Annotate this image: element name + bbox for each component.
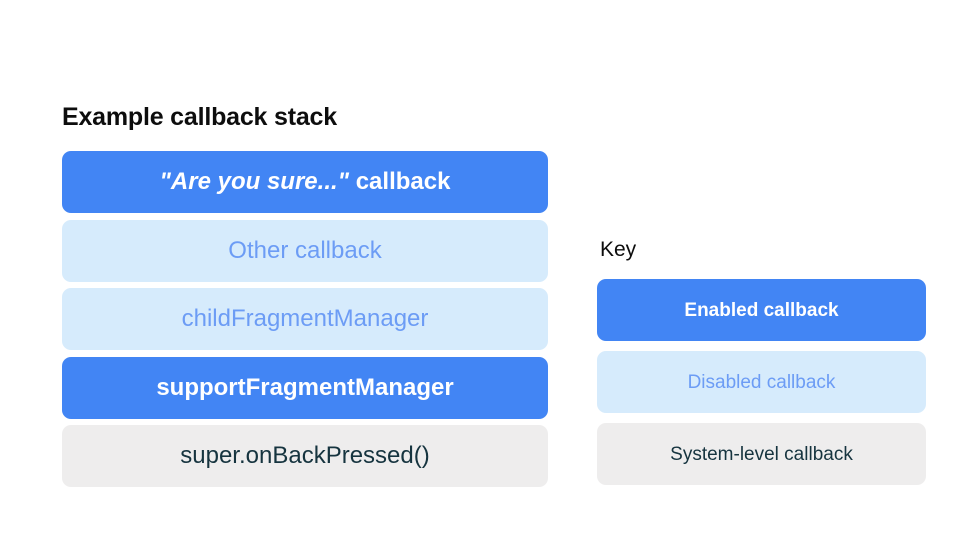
key-item-system-level-callback: System-level callback (597, 423, 926, 485)
callback-stack-row-label: super.onBackPressed() (180, 442, 430, 469)
callback-stack-row-label: supportFragmentManager (156, 373, 454, 401)
key-item-label: System-level callback (670, 443, 853, 465)
callback-stack-row-super-on-back-pressed: super.onBackPressed() (62, 425, 548, 487)
key-item-enabled-callback: Enabled callback (597, 279, 926, 341)
callback-stack-row-child-fragment-manager: childFragmentManager (62, 288, 548, 350)
callback-stack-title: Example callback stack (62, 103, 337, 131)
callback-stack-row-support-fragment-manager: supportFragmentManager (62, 356, 548, 419)
callback-stack-row-label: childFragmentManager (181, 305, 429, 332)
callback-quoted-text: "Are you sure..." (159, 168, 350, 195)
key-panel: Key Enabled callback Disabled callback S… (597, 236, 926, 485)
callback-stack-row-label: Other callback (228, 236, 382, 264)
callback-stack-row-label: "Are you sure..." callback (160, 170, 451, 194)
key-item-label: Disabled callback (687, 371, 836, 393)
key-list: Enabled callback Disabled callback Syste… (597, 279, 926, 485)
callback-stack-panel: Example callback stack "Are you sure..."… (62, 100, 548, 487)
key-title: Key (600, 238, 637, 261)
callback-stack-list: "Are you sure..." callback Other callbac… (62, 151, 548, 487)
key-item-label: Enabled callback (684, 299, 839, 321)
callback-stack-row-are-you-sure: "Are you sure..." callback (62, 151, 548, 213)
callback-plain-text: callback (349, 168, 451, 195)
key-item-disabled-callback: Disabled callback (597, 351, 926, 413)
callback-stack-row-other-callback: Other callback (62, 219, 548, 282)
